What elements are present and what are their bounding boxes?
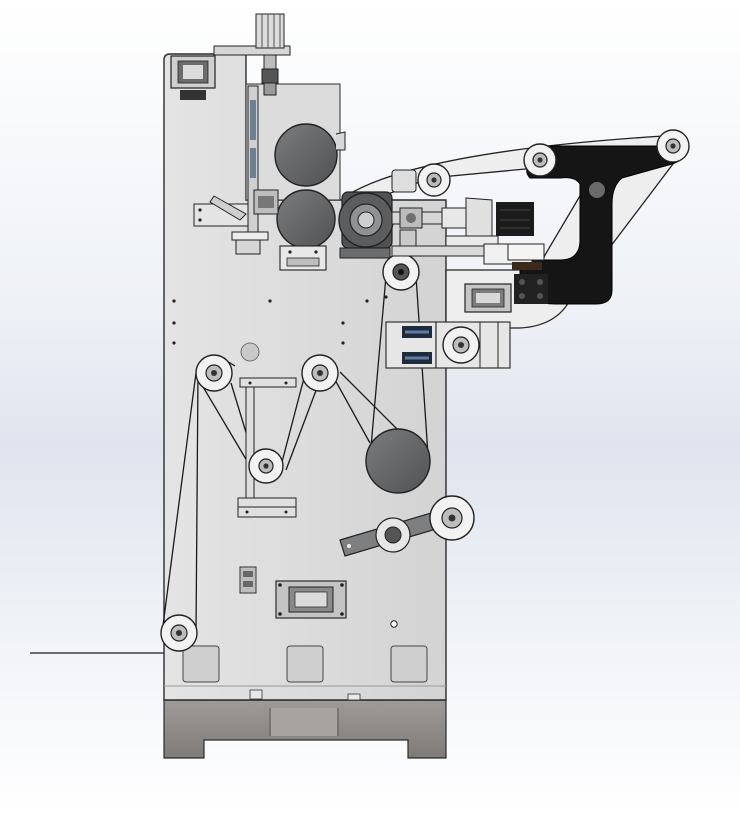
winding-drum: [365, 428, 431, 494]
upper-guide-roller: [391, 163, 451, 197]
sensor-disc: [240, 342, 260, 362]
limit-switch: [239, 566, 257, 594]
top-control-panel: [170, 55, 216, 100]
side-control-box: [464, 274, 548, 313]
pneumatic-roller-unit: [385, 321, 511, 369]
tension-roller: [429, 495, 475, 541]
tension-arm: [339, 507, 454, 557]
idler-roller-left: [195, 354, 233, 392]
drum-bearing-block: [279, 245, 327, 271]
swing-arm: [519, 129, 690, 305]
top-motor: [213, 13, 291, 96]
dancer-roller: [248, 448, 284, 484]
cylinder-linkage: [391, 197, 545, 270]
idler-roller-middle: [301, 354, 339, 392]
mounting-dots: [172, 295, 388, 345]
nip-roller: [382, 253, 420, 291]
electrical-box: [275, 580, 347, 619]
dancer-bracket: [237, 377, 297, 518]
main-motor: [338, 191, 394, 259]
upper-drum-bottom: [276, 189, 336, 249]
mount-hole: [390, 620, 398, 628]
cutter-bracket: [193, 195, 269, 255]
machine-base: [163, 699, 447, 759]
vertical-guide-rail: [247, 85, 279, 233]
entry-roller: [160, 614, 198, 652]
upper-drum-top: [274, 123, 346, 187]
bottom-access-panels: [182, 645, 428, 683]
